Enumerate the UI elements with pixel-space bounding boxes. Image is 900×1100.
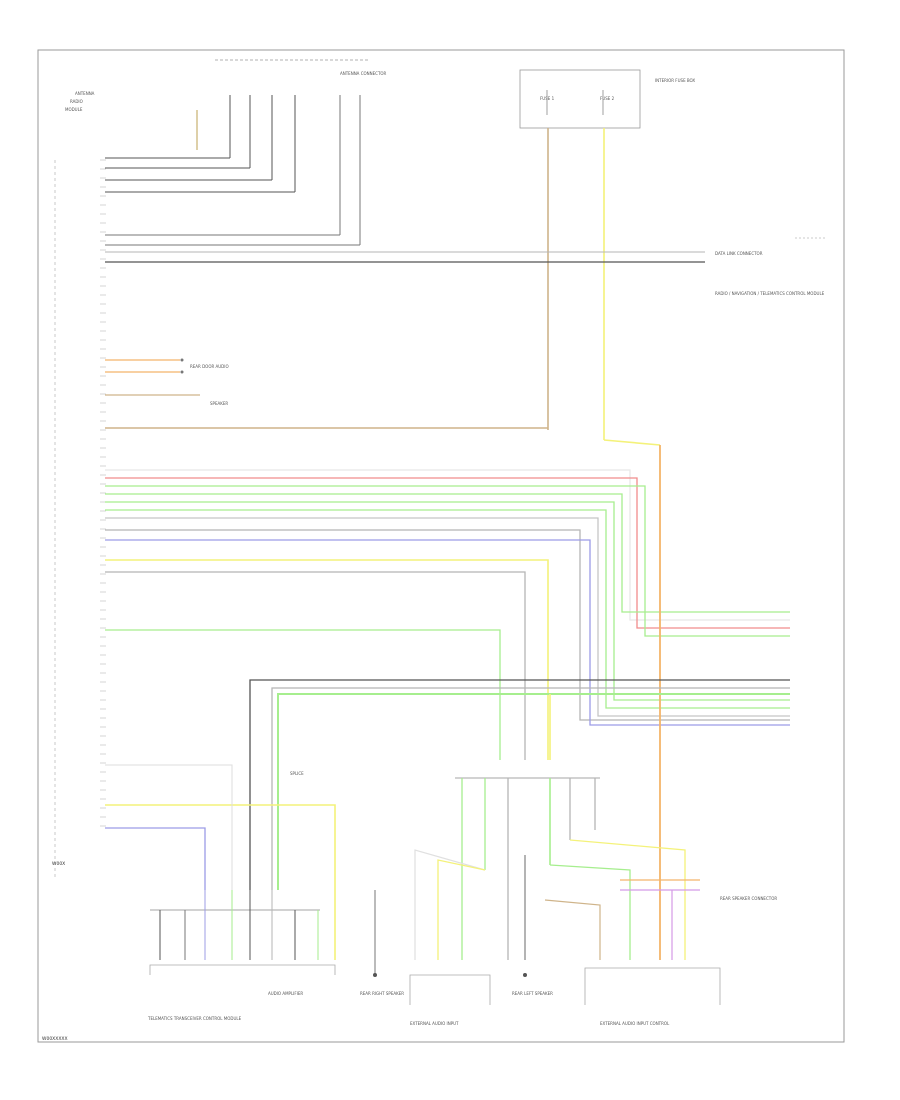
center-signals <box>105 445 661 960</box>
external-audio-control-label: EXTERNAL AUDIO INPUT CONTROL <box>600 1021 670 1026</box>
telematics-module: TELEMATICS TRANSCEIVER CONTROL MODULE AU… <box>147 890 336 1021</box>
center-splice <box>414 777 700 960</box>
fuse-box: INTERIOR FUSE BOX FUSE 1 FUSE 2 <box>519 69 695 446</box>
svg-text:ANTENNA: ANTENNA <box>75 91 95 96</box>
footer-code: W00XXXXX <box>42 1036 68 1042</box>
left-pin-column <box>100 159 106 827</box>
svg-text:RADIO: RADIO <box>70 99 83 104</box>
page-code: W00X <box>52 861 65 867</box>
rear-left-speaker-label: REAR LEFT SPEAKER <box>512 991 553 996</box>
rear-speakers: REAR RIGHT SPEAKER EXTERNAL AUDIO INPUT … <box>360 890 777 1026</box>
center-splice-label: SPLICE <box>290 771 304 776</box>
external-audio-input-label: EXTERNAL AUDIO INPUT <box>410 1021 459 1026</box>
top-left-connector: ANTENNA CONNECTOR ANTENNA RADIO MODULE <box>65 59 387 246</box>
svg-text:MODULE: MODULE <box>65 107 83 112</box>
speaker-label: SPEAKER <box>210 401 228 406</box>
data-link-label: DATA LINK CONNECTOR <box>715 251 763 256</box>
diagram-frame <box>37 49 845 1043</box>
telematics-module-label: TELEMATICS TRANSCEIVER CONTROL MODULE <box>147 1016 242 1021</box>
fuse-b-label: FUSE 2 <box>600 96 615 101</box>
radio-nav-label: RADIO / NAVIGATION / TELEMATICS CONTROL … <box>715 291 825 296</box>
data-link-bus: DATA LINK CONNECTOR RADIO / NAVIGATION /… <box>105 237 825 296</box>
rear-door-audio: REAR DOOR AUDIO SPEAKER <box>105 358 548 429</box>
audio-amplifier-label: AUDIO AMPLIFIER <box>268 991 303 996</box>
top-left-connector-label: ANTENNA CONNECTOR <box>340 71 387 76</box>
fuse-box-label: INTERIOR FUSE BOX <box>655 78 695 83</box>
lower-left-wires: SPLICE <box>105 764 336 960</box>
harness-right <box>105 469 790 726</box>
power-bus <box>249 679 790 890</box>
rear-door-audio-label: REAR DOOR AUDIO <box>190 364 229 369</box>
rear-speaker-connector-label: REAR SPEAKER CONNECTOR <box>720 896 777 901</box>
rear-right-speaker-label: REAR RIGHT SPEAKER <box>360 991 404 996</box>
